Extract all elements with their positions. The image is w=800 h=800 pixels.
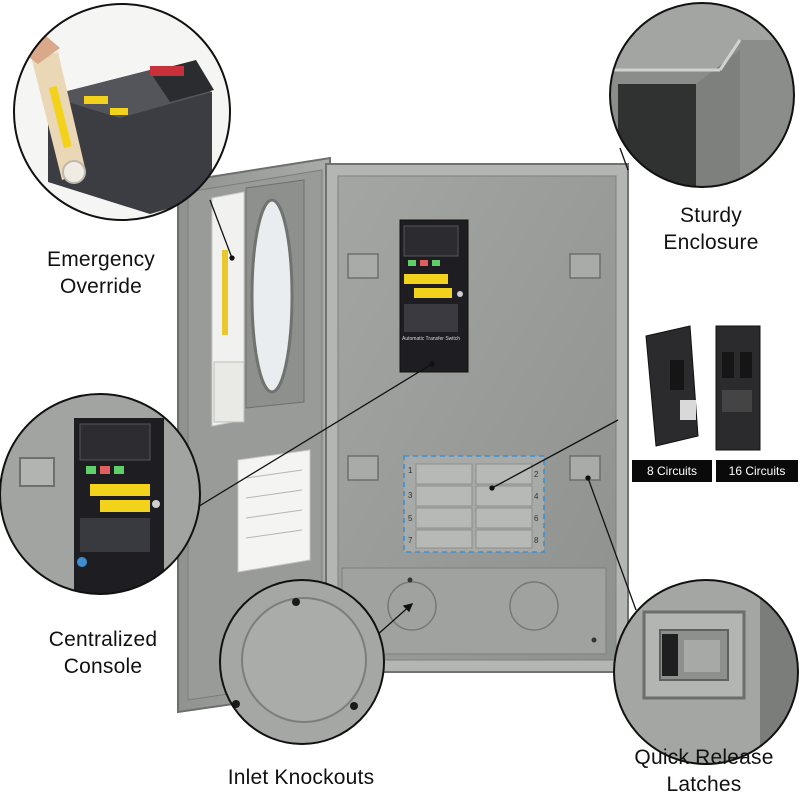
label-emergency-override: Emergency Override [46,248,155,298]
circuit-number: 5 [408,514,413,523]
enclosure-body [325,163,629,673]
label-centralized-console: Centralized Console [48,628,158,678]
circuit-number: 7 [408,536,413,545]
console-title: Automatic Transfer Switch [402,336,461,342]
circuit-number: 4 [534,492,539,501]
enclosure-door [177,156,331,714]
zoom-emergency-override [13,3,231,221]
zoom-sturdy-enclosure [609,2,795,188]
badge-8-circuits: 8 Circuits [632,460,712,482]
zoom-quick-release-latch [613,579,799,765]
zoom-inlet-knockouts [219,579,385,745]
label-quick-release-latches: Quick Release Latches [634,746,774,796]
breaker-photos [645,325,761,451]
label-inlet-knockouts: Inlet Knockouts [227,766,375,789]
circuit-number: 6 [534,514,539,523]
badge-16-circuits: 16 Circuits [716,460,798,482]
circuit-number: 2 [534,470,539,479]
circuit-number: 3 [408,491,413,500]
label-sturdy-enclosure: Sturdy Enclosure [663,204,759,254]
circuit-number: 1 [408,466,413,475]
leader-lines [195,147,637,637]
circuit-number: 8 [534,536,539,545]
zoom-centralized-console [0,393,201,595]
